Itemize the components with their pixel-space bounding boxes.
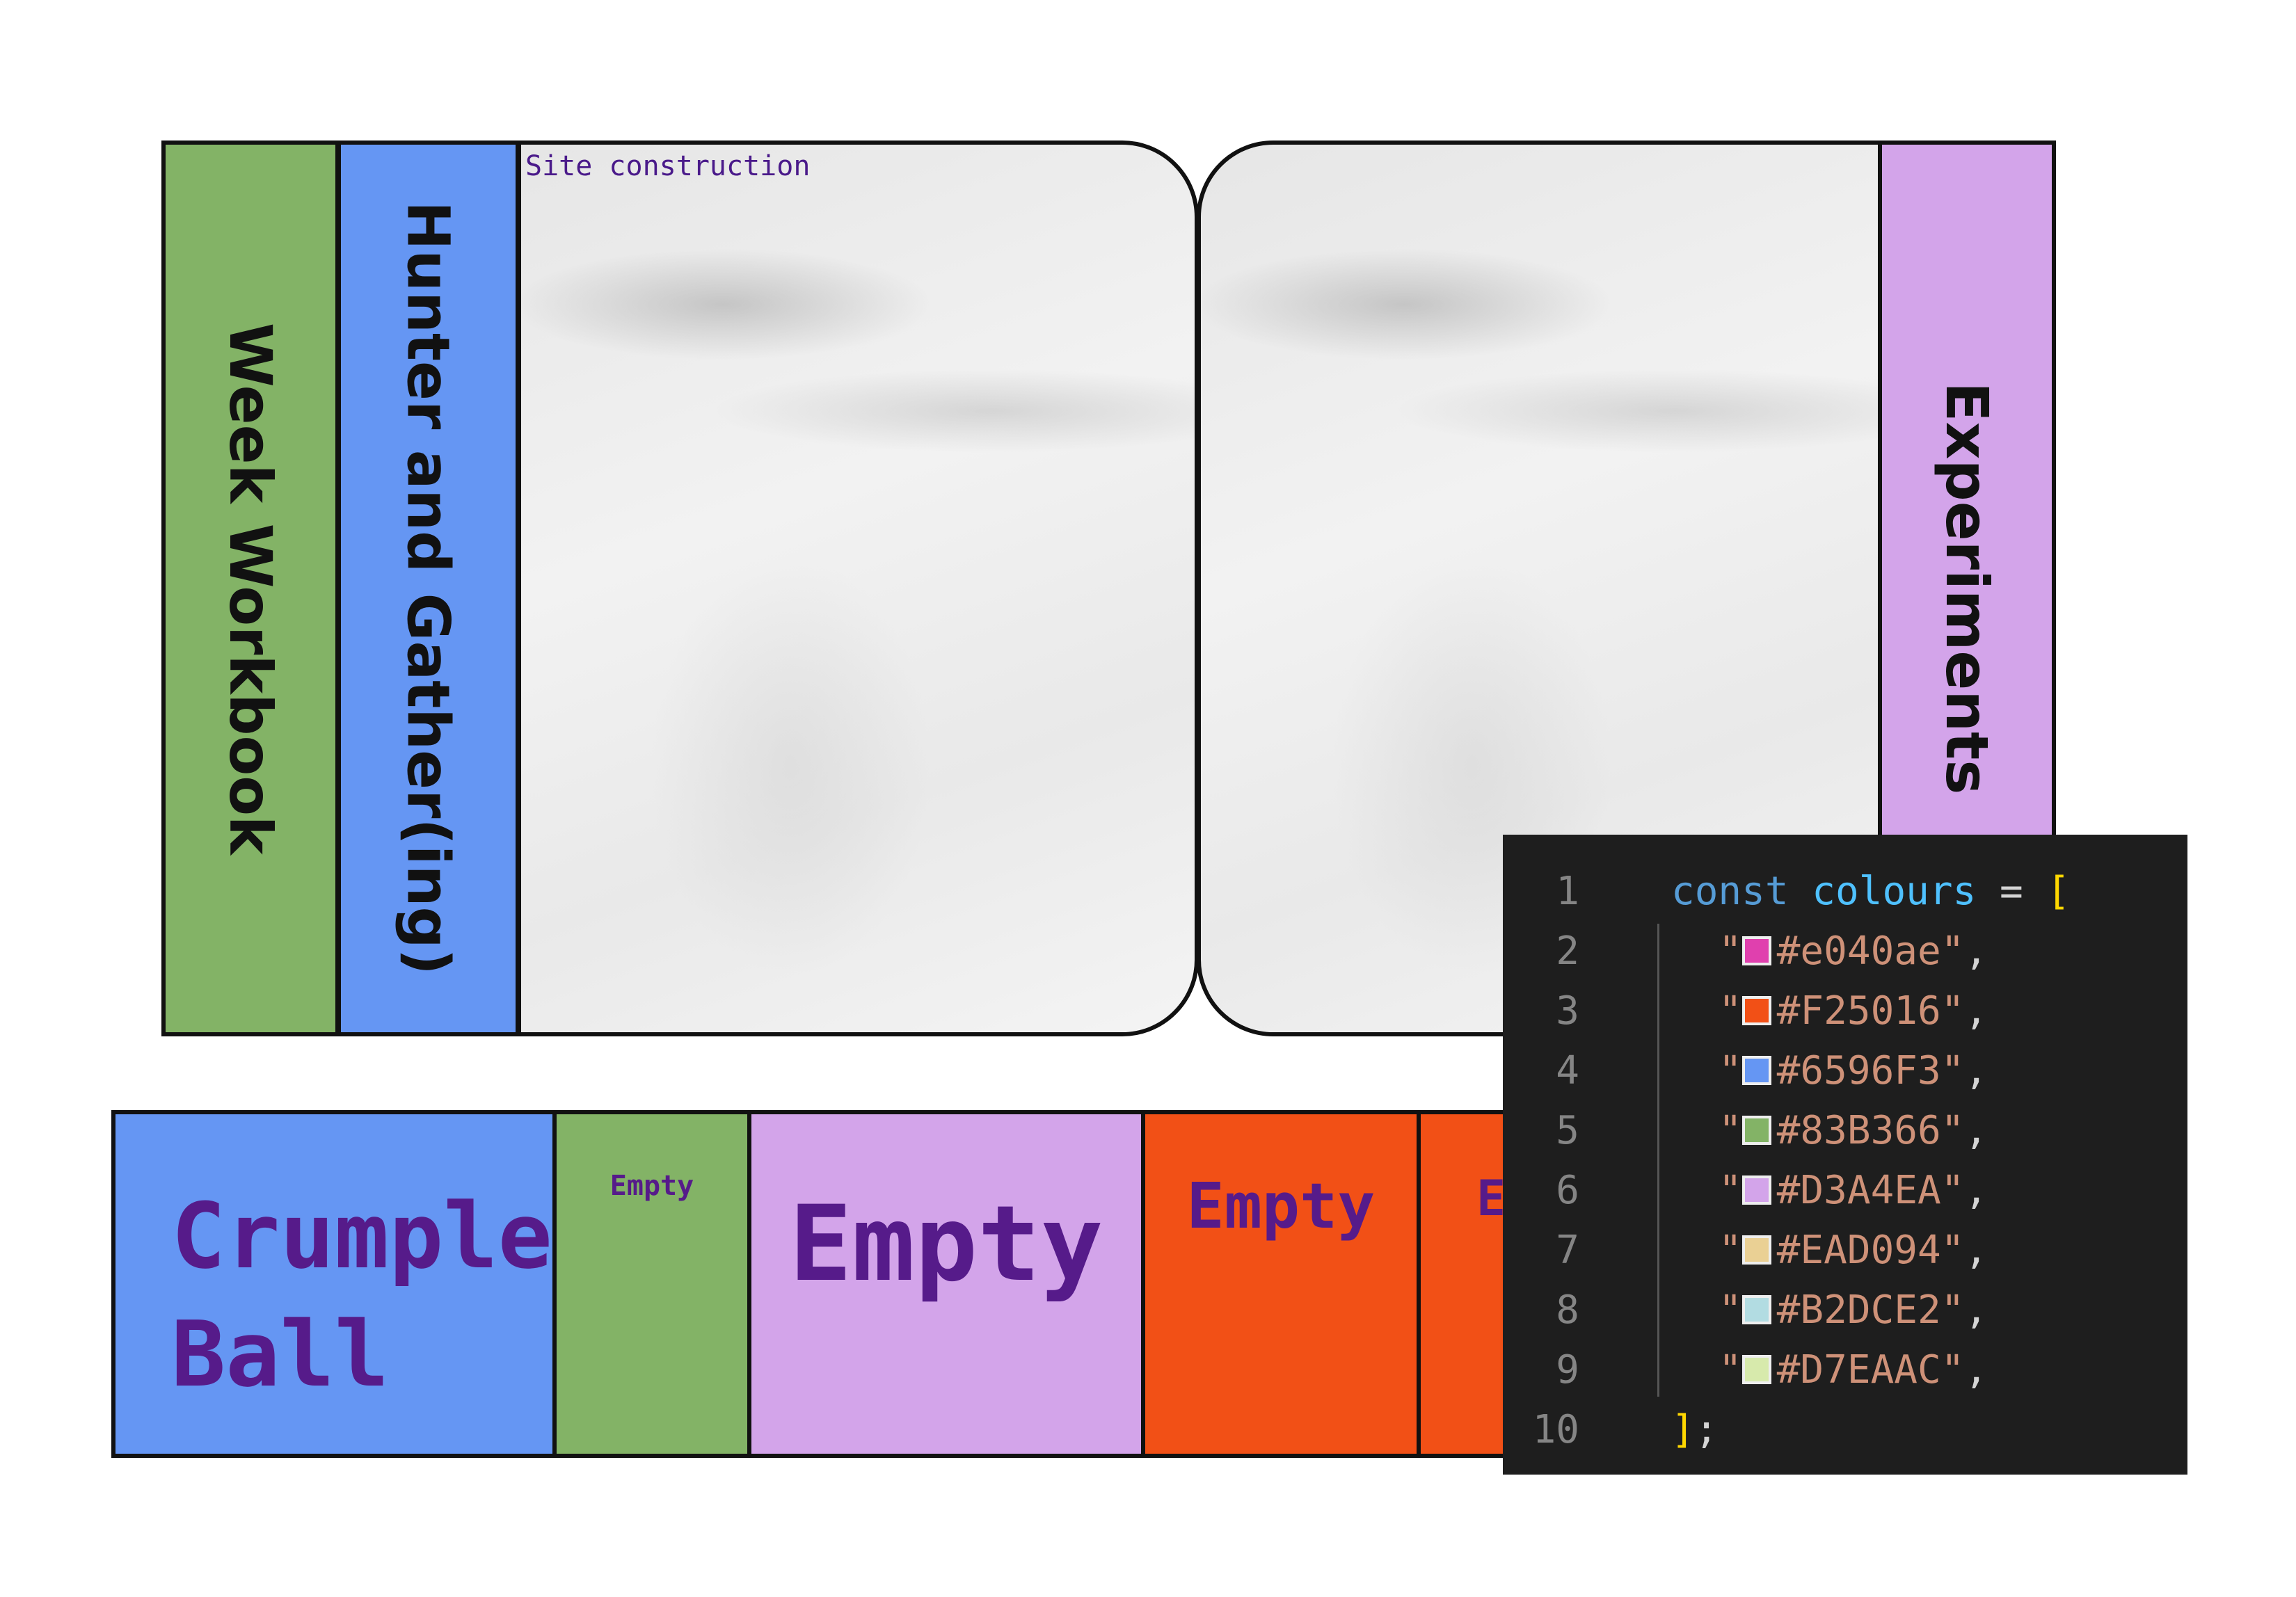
code-line: 9"#D7EAAC", [1503,1340,1988,1399]
line-number: 2 [1556,928,1579,974]
quote: " [1719,1227,1742,1273]
color-swatch-icon[interactable] [1741,1235,1771,1265]
comma: , [1964,1048,1988,1093]
bracket: ] [1671,1406,1695,1452]
colour-string: #F25016 [1776,988,1941,1034]
line-number: 8 [1556,1287,1579,1333]
line-number: 5 [1556,1107,1579,1153]
line-number: 9 [1556,1347,1579,1393]
spine-hunter-gather[interactable]: Hunter and Gather(ing) [337,141,520,1036]
color-swatch-icon[interactable] [1741,1175,1771,1205]
quote: " [1719,1287,1742,1333]
comma: , [1964,1227,1988,1273]
shelf-item-empty[interactable]: Empty [747,1110,1145,1458]
colour-string: #EAD094 [1776,1227,1941,1273]
color-swatch-icon[interactable] [1741,1116,1771,1145]
shelf-item-empty[interactable]: Empty [552,1110,751,1458]
code-line: 7"#EAD094", [1503,1220,1988,1280]
color-swatch-icon[interactable] [1741,936,1771,965]
quote: " [1719,1167,1742,1213]
code-line: 8"#B2DCE2", [1503,1280,1988,1340]
left-page: Site construction [517,141,1199,1036]
bracket: [ [2046,868,2071,914]
comma: , [1964,1287,1988,1333]
quote: " [1940,928,1965,974]
quote: " [1940,1227,1965,1273]
spine-label: Hunter and Gather(ing) [394,201,463,976]
quote: " [1940,1048,1965,1093]
code-line: 2"#e040ae", [1503,921,1988,981]
code-line: 5"#83B366", [1503,1100,1988,1160]
comma: , [1964,1347,1988,1393]
line-number: 1 [1556,868,1579,914]
color-swatch-icon[interactable] [1741,1056,1771,1085]
keyword: const [1671,868,1789,914]
comma: , [1964,988,1988,1034]
semicolon: ; [1694,1406,1719,1452]
quote: " [1719,1107,1742,1153]
code-line: 10]; [1503,1399,1719,1459]
shelf-label: Crumple Ball [171,1183,552,1407]
color-swatch-icon[interactable] [1741,996,1771,1025]
comma: , [1964,928,1988,974]
line-number: 7 [1556,1227,1579,1273]
line-number: 4 [1556,1048,1579,1093]
quote: " [1940,988,1965,1034]
quote: " [1940,1287,1965,1333]
spine-label: Week Workbook [216,322,285,855]
colour-string: #e040ae [1776,928,1941,974]
quote: " [1719,988,1742,1034]
operator: = [2000,868,2023,914]
colour-string: #D3A4EA [1776,1167,1941,1213]
spine-week-workbook[interactable]: Week Workbook [161,141,340,1036]
line-number: 10 [1532,1406,1579,1452]
colour-string: #6596F3 [1776,1048,1941,1093]
quote: " [1940,1107,1965,1153]
shelf-label: Empty [609,1170,694,1202]
spine-label: Experiments [1933,382,2001,795]
code-line: 6"#D3A4EA", [1503,1160,1988,1220]
shelf-label: Empty [1186,1170,1376,1243]
color-swatch-icon[interactable] [1741,1355,1771,1384]
quote: " [1940,1347,1965,1393]
colour-string: #83B366 [1776,1107,1941,1153]
code-line: 1 const colours = [ [1503,861,2070,921]
color-swatch-icon[interactable] [1741,1295,1771,1324]
comma: , [1964,1107,1988,1153]
page-label: Site construction [525,150,811,182]
colour-string: #D7EAAC [1776,1347,1941,1393]
quote: " [1719,928,1742,974]
shelf-item-empty[interactable]: Empty [1141,1110,1421,1458]
comma: , [1964,1167,1988,1213]
line-number: 3 [1556,988,1579,1034]
colour-string: #B2DCE2 [1776,1287,1941,1333]
quote: " [1940,1167,1965,1213]
shelf-label: E [1476,1170,1506,1227]
shelf-item-crumple-ball[interactable]: Crumple Ball [111,1110,557,1458]
quote: " [1719,1048,1742,1093]
quote: " [1719,1347,1742,1393]
code-line: 3"#F25016", [1503,981,1988,1041]
variable: colours [1812,868,1977,914]
line-number: 6 [1556,1167,1579,1213]
code-line: 4"#6596F3", [1503,1041,1988,1100]
indent-guide [1657,924,1659,1397]
shelf-label: Empty [789,1184,1103,1305]
